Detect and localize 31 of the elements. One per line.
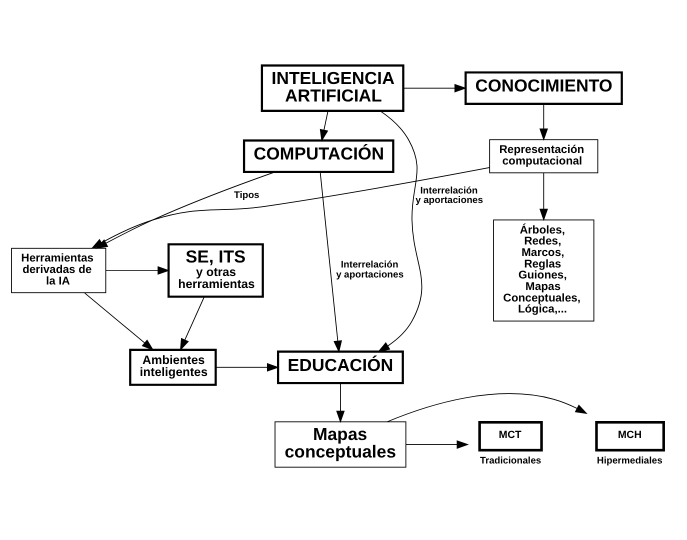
node-label: Hipermediales	[596, 455, 662, 466]
arrow	[378, 110, 422, 352]
node-box: Representación computacional	[489, 138, 598, 173]
node-box: EDUCACIÓN	[276, 350, 404, 384]
node-box: INTELIGENCIA ARTIFICIAL	[260, 64, 404, 112]
node-box: CONOCIMIENTO	[464, 70, 623, 104]
node-box: MCT	[478, 420, 543, 452]
node-label: Tradicionales	[480, 455, 542, 466]
arrow	[386, 392, 588, 422]
arrow	[320, 171, 342, 352]
arrow	[320, 110, 328, 142]
arrow	[405, 440, 469, 448]
arrow	[336, 382, 345, 422]
node-box: Ambientes inteligentes	[129, 348, 217, 386]
arrow	[105, 266, 170, 274]
arrow	[180, 296, 205, 350]
arrow	[95, 170, 276, 248]
arrow	[215, 362, 280, 372]
node-box: Árboles, Redes, Marcos, Reglas Guiones, Mapas Conceptuales, Lógica,...	[493, 218, 594, 322]
edge-label: Tipos	[234, 189, 260, 200]
node-box: SE, ITS y otras herramientas	[168, 242, 264, 298]
arrow	[539, 172, 548, 221]
arrow	[403, 83, 467, 92]
arrow	[84, 292, 154, 350]
edge-label: Interrelación y aportaciones	[415, 185, 484, 206]
node-box: Herramientas derivadas de la IA	[11, 247, 106, 293]
node-box: Mapas conceptuales	[274, 420, 406, 468]
node-box: COMPUTACIÓN	[242, 138, 394, 172]
arrow	[539, 103, 548, 140]
edge-label: Interrelación y aportaciones	[336, 259, 404, 280]
node-box: MCH	[595, 420, 665, 452]
